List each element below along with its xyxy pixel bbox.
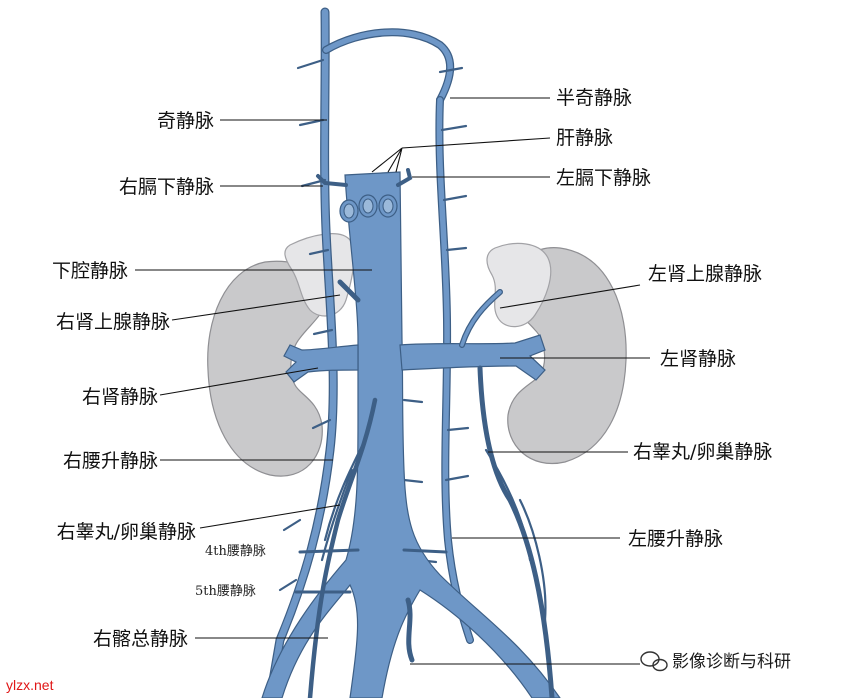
hepatic-veins [339, 194, 398, 223]
left-adrenal-gland [486, 242, 552, 328]
leader-lines [135, 97, 650, 665]
label-right-ascending-lumbar-vein: 右腰升静脉 [63, 450, 158, 472]
hemiazygos-vein [435, 96, 474, 644]
intercostal-branches [278, 58, 470, 592]
right-inferior-phrenic-vein [316, 174, 348, 187]
label-lumbar-vein-4th: 4th腰静脉 [205, 544, 266, 559]
label-right-gonadal-vein: 右睾丸/卵巢静脉 [57, 521, 196, 543]
label-left-phrenic-vein: 左膈下静脉 [556, 167, 651, 189]
lumbar-vein-4th [298, 548, 360, 554]
watermark-account: 影像诊断与科研 [672, 652, 791, 672]
right-suprarenal-vein [337, 279, 361, 303]
left-renal-vein [399, 334, 546, 381]
label-azygos-vein: 奇静脉 [157, 110, 214, 132]
label-right-gonadal-vein-upper: 右睾丸/卵巢静脉 [633, 441, 772, 463]
inferior-vena-cava [261, 171, 561, 698]
label-left-suprarenal-vein: 左肾上腺静脉 [648, 263, 762, 285]
label-right-common-iliac-vein: 右髂总静脉 [93, 628, 188, 650]
label-hepatic-vein: 肝静脉 [556, 127, 613, 149]
left-inferior-phrenic-vein [396, 168, 413, 187]
label-right-suprarenal-vein: 右肾上腺静脉 [56, 311, 170, 333]
left-suprarenal-vein [459, 289, 503, 348]
label-left-ascending-lumbar-vein: 左腰升静脉 [628, 528, 723, 550]
label-hemiazygos-vein: 半奇静脉 [556, 87, 632, 109]
label-inferior-vena-cava: 下腔静脉 [52, 260, 128, 282]
right-renal-vein [283, 344, 359, 383]
median-sacral-vein [405, 597, 415, 663]
label-right-renal-vein: 右肾静脉 [82, 386, 158, 408]
watermark-site: ylzx.net [6, 677, 54, 693]
label-right-phrenic-vein: 右膈下静脉 [119, 176, 214, 198]
label-lumbar-vein-5th: 5th腰静脉 [195, 584, 256, 599]
label-left-renal-vein: 左肾静脉 [660, 348, 736, 370]
wechat-icon [640, 651, 668, 672]
left-gonadal-vein [477, 365, 555, 698]
